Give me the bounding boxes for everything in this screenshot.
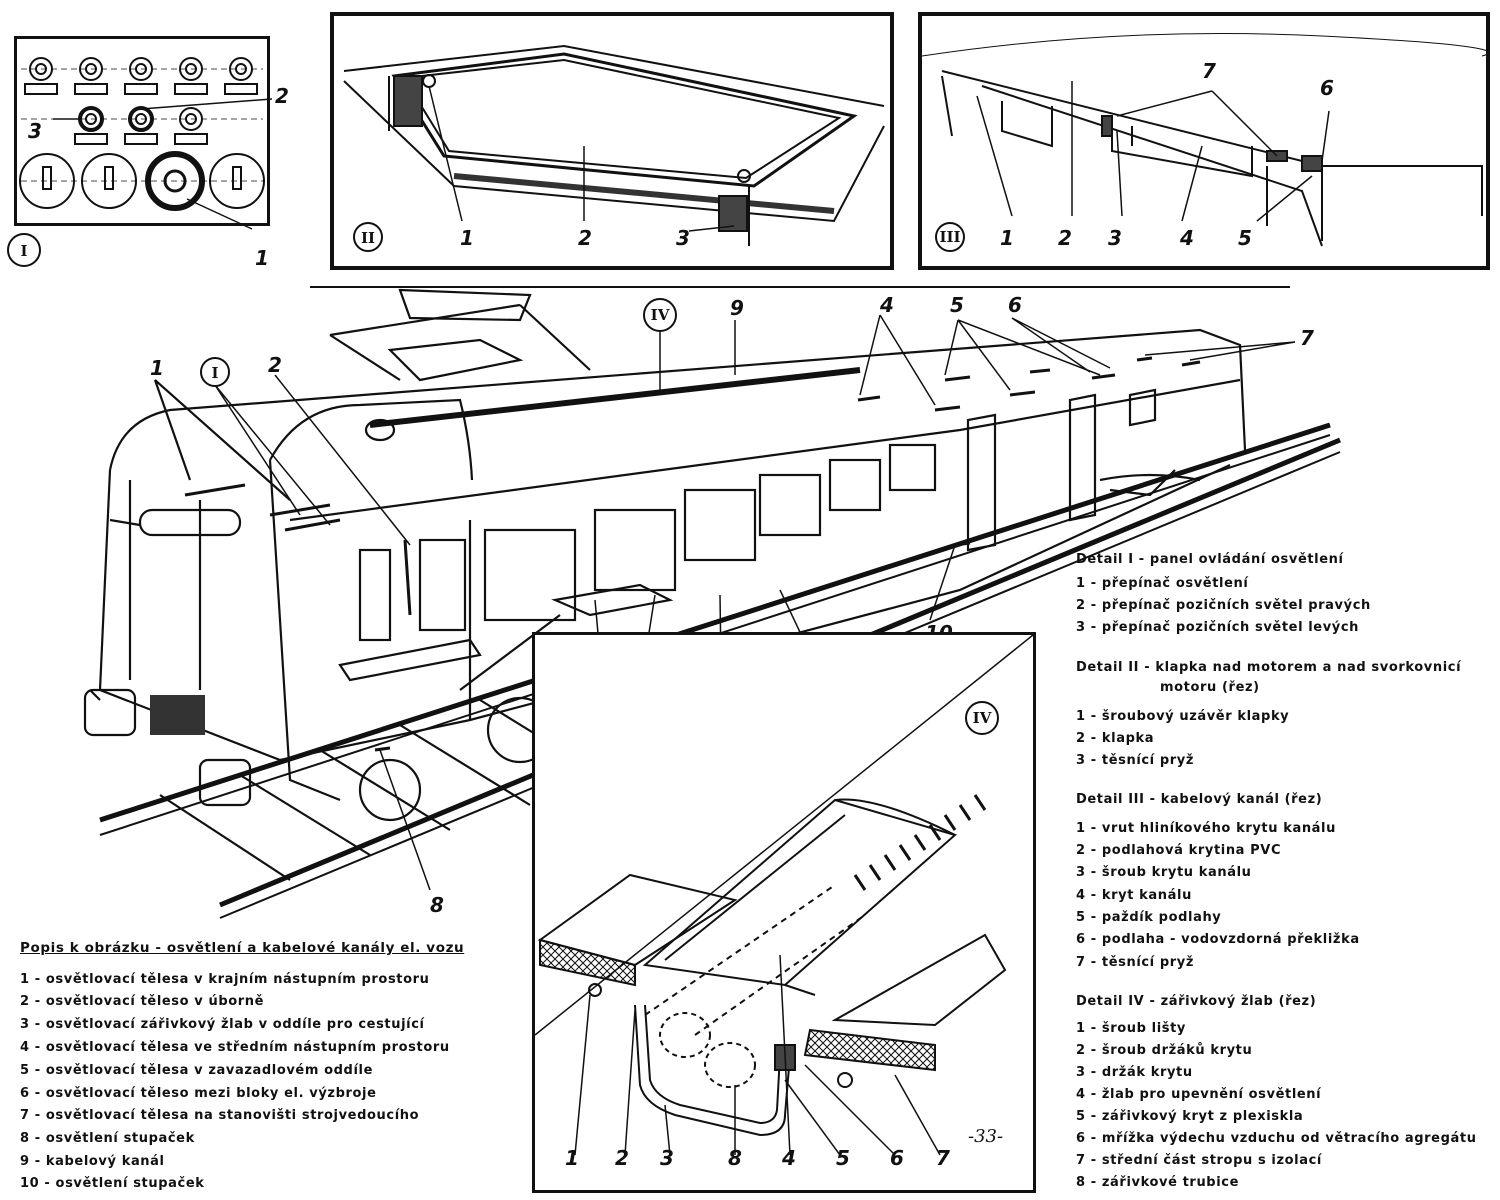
marker-III	[935, 222, 965, 252]
callout-IV-8: 8	[728, 1146, 742, 1170]
legend-item: 7 - osvětlovací tělesa na stanovišti str…	[20, 1108, 420, 1123]
callout-IV-6: 6	[890, 1146, 904, 1170]
callout-I-1: 1	[255, 246, 269, 270]
marker-II	[353, 222, 383, 252]
legend-item: 1 - osvětlovací tělesa v krajním nástupn…	[20, 972, 430, 987]
detail-IV-item: 3 - držák krytu	[1076, 1065, 1193, 1080]
callout-III-6: 6	[1320, 76, 1334, 100]
detail-I-item: 2 - přepínač pozičních světel pravých	[1076, 598, 1371, 613]
marker-I-car-label: I	[211, 364, 218, 382]
marker-I	[7, 233, 41, 267]
marker-IV-label: IV	[973, 709, 992, 727]
cable-duct-drawing	[921, 33, 1489, 247]
detail-II-title: Detail II - klapka nad motorem a nad svo…	[1076, 660, 1462, 675]
switch-panel-drawing	[19, 57, 273, 230]
detail-II-item: 2 - klapka	[1076, 731, 1155, 746]
callout-III-3: 3	[1108, 226, 1122, 250]
detail-II-item: 3 - těsnící pryž	[1076, 753, 1195, 768]
detail-I-item: 1 - přepínač osvětlení	[1076, 576, 1249, 591]
callout-car-4: 4	[879, 293, 894, 317]
detail-II-title-cont: motoru (řez)	[1160, 680, 1260, 695]
legend-item: 10 - osvětlení stupaček	[20, 1176, 205, 1191]
legend-item: 5 - osvětlovací tělesa v zavazadlovém od…	[20, 1063, 373, 1078]
callout-car-7: 7	[1300, 326, 1314, 350]
callout-I-3: 3	[28, 119, 42, 143]
hatch-section-drawing	[343, 44, 885, 246]
detail-IV-item: 6 - mřížka výdechu vzduchu od větracího …	[1076, 1131, 1477, 1146]
callout-I-2: 2	[275, 84, 289, 108]
legend-item: 3 - osvětlovací zářivkový žlab v oddíle …	[20, 1017, 425, 1032]
detail-III-item: 5 - paždík podlahy	[1076, 910, 1222, 925]
detail-IV-item: 7 - střední část stropu s izolací	[1076, 1153, 1322, 1168]
marker-IV	[965, 701, 999, 735]
detail-I-title: Detail I - panel ovládání osvětlení	[1076, 552, 1344, 567]
marker-II-label: II	[361, 229, 375, 247]
legend-item: 9 - kabelový kanál	[20, 1154, 165, 1169]
marker-IV-car	[643, 298, 677, 332]
callout-II-3: 3	[676, 226, 690, 250]
marker-III-label: III	[939, 228, 960, 246]
detail-III-item: 3 - šroub krytu kanálu	[1076, 865, 1252, 880]
callout-IV-5: 5	[836, 1146, 850, 1170]
detail-I-item: 3 - přepínač pozičních světel levých	[1076, 620, 1360, 635]
callout-IV-1: 1	[565, 1146, 579, 1170]
callout-II-2: 2	[578, 226, 592, 250]
detail-IV-item: 1 - šroub lišty	[1076, 1021, 1186, 1036]
fluorescent-trough-drawing	[534, 634, 1034, 1156]
detail-II-item: 1 - šroubový uzávěr klapky	[1076, 709, 1290, 724]
detail-IV-item: 8 - zářivkové trubice	[1076, 1175, 1239, 1190]
legend-item: 2 - osvětlovací těleso v úborně	[20, 994, 265, 1009]
callout-III-7: 7	[1202, 59, 1216, 83]
legend-item: 4 - osvětlovací tělesa ve středním nástu…	[20, 1040, 450, 1055]
detail-IV-panel	[532, 632, 1036, 1193]
callout-car-8: 8	[430, 893, 444, 917]
detail-III-item: 7 - těsnící pryž	[1076, 955, 1195, 970]
detail-IV-item: 4 - žlab pro upevnění osvětlení	[1076, 1087, 1322, 1102]
detail-IV-item: 2 - šroub držáků krytu	[1076, 1043, 1253, 1058]
callout-IV-4: 4	[781, 1146, 796, 1170]
legend-item: 6 - osvětlovací těleso mezi bloky el. vý…	[20, 1086, 377, 1101]
callout-III-2: 2	[1058, 226, 1072, 250]
marker-IV-car-label: IV	[651, 306, 670, 324]
legend-item: 8 - osvětlení stupaček	[20, 1131, 195, 1146]
detail-III-item: 4 - kryt kanálu	[1076, 888, 1192, 903]
detail-III-panel	[918, 12, 1490, 270]
callout-III-4: 4	[1179, 226, 1194, 250]
callout-III-5: 5	[1238, 226, 1252, 250]
callout-IV-7: 7	[936, 1146, 950, 1170]
detail-I-panel	[14, 36, 273, 230]
callout-car-2: 2	[268, 353, 282, 377]
callout-IV-3: 3	[660, 1146, 674, 1170]
callout-car-9-top: 9	[730, 296, 744, 320]
detail-IV-item: 5 - zářivkový kryt z plexiskla	[1076, 1109, 1304, 1124]
page-number: -33-	[968, 1126, 1004, 1147]
detail-III-item: 6 - podlaha - vodovzdorná překližka	[1076, 932, 1360, 947]
detail-III-item: 1 - vrut hliníkového krytu kanálu	[1076, 821, 1336, 836]
callout-car-1: 1	[150, 356, 164, 380]
detail-IV-title: Detail IV - zářivkový žlab (řez)	[1076, 994, 1317, 1009]
marker-I-label: I	[20, 242, 27, 260]
detail-II-panel	[330, 12, 894, 270]
callout-car-6: 6	[1008, 293, 1022, 317]
callout-III-1: 1	[1000, 226, 1014, 250]
callout-II-1: 1	[460, 226, 474, 250]
detail-III-item: 2 - podlahová krytina PVC	[1076, 843, 1282, 858]
detail-III-title: Detail III - kabelový kanál (řez)	[1076, 792, 1323, 807]
callout-IV-2: 2	[615, 1146, 629, 1170]
callout-car-5: 5	[950, 293, 964, 317]
legend-title: Popis k obrázku - osvětlení a kabelové k…	[20, 940, 465, 956]
marker-I-car	[200, 357, 230, 387]
